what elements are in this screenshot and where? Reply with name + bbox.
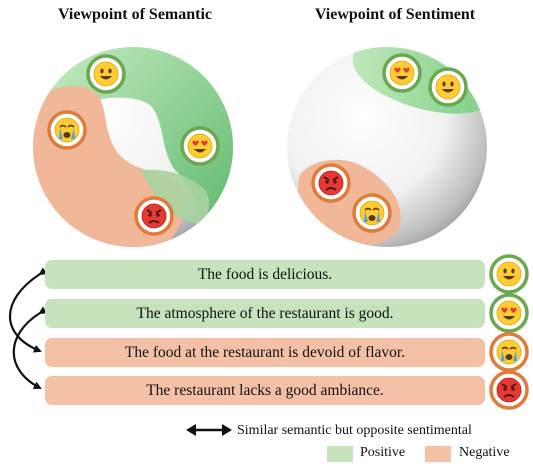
sentiment-emoji-crying-icon [352,193,392,233]
sentiment-emoji-heart-eyes-icon [382,53,422,93]
emoji-layer [47,53,529,410]
legend-arrow-label: Similar semantic but opposite sentimenta… [237,423,472,438]
sentence-row-food-flavorless: The food at the restaurant is devoid of … [45,338,485,367]
legend-positive-label: Positive [360,445,406,460]
sentence-row-lacks-ambiance: The restaurant lacks a good ambiance. [45,376,485,405]
sentence-emoji-smile-icon [489,254,529,294]
legend-positive-swatch [327,446,353,462]
semantic-emoji-smile-icon [86,54,126,94]
title-viewpoint-semantic: Viewpoint of Semantic [57,6,213,23]
legend-negative-label: Negative [459,445,510,460]
legend-negative-swatch [425,446,451,462]
sentiment-emoji-smile-icon [428,67,468,107]
arrow-pair-2 [12,306,48,389]
sentiment-emoji-angry-icon [311,163,351,203]
semantic-emoji-crying-icon [47,110,87,150]
arrow-pair-1 [8,267,48,353]
semantic-emoji-angry-icon [134,196,174,236]
sentence-emoji-heart-eyes-icon [489,293,529,333]
sentence-row-food-delicious: The food is delicious. [45,260,485,289]
sentence-emoji-crying-icon [489,332,529,372]
similarity-arrows [8,267,48,389]
semantic-overlap-region [140,169,210,225]
semantic-emoji-heart-eyes-icon [180,126,220,166]
sentence-emoji-angry-icon [489,370,529,410]
title-viewpoint-sentiment: Viewpoint of Sentiment [314,6,476,23]
sentence-row-atmosphere-good: The atmosphere of the restaurant is good… [45,299,485,328]
legend-double-arrow [186,424,232,436]
